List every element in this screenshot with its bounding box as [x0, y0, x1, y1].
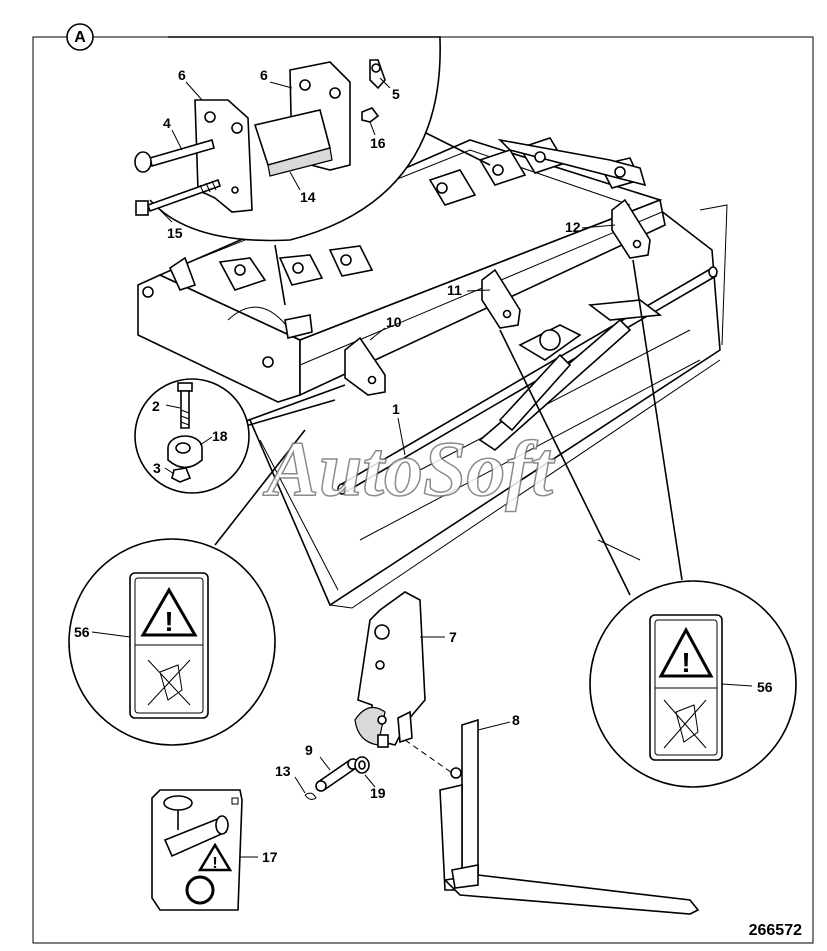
- warning-triangle-icon: [197, 842, 233, 872]
- no-standing-icon: [663, 699, 707, 749]
- instruction-decal: !: [151, 789, 258, 911]
- callout-16: 16: [370, 135, 386, 151]
- fork-hook-11: [481, 268, 521, 329]
- callout-56-right: 56: [757, 679, 773, 695]
- callout-12: 12: [565, 219, 581, 235]
- warning-triangle-icon: [140, 587, 198, 637]
- linkage: [478, 299, 663, 452]
- callout-8: 8: [512, 712, 520, 728]
- fork-hook-12: [611, 198, 651, 259]
- svg-text:!: !: [212, 855, 217, 872]
- svg-text:!: !: [164, 606, 173, 637]
- callout-7: 7: [449, 629, 457, 645]
- pin-assembly: [294, 756, 376, 800]
- watermark: AutoSoft: [262, 425, 555, 512]
- callout-4: 4: [163, 115, 171, 131]
- fork-tine: [404, 718, 700, 915]
- callout-3: 3: [153, 460, 161, 476]
- callout-15: 15: [167, 225, 183, 241]
- callout-1: 1: [392, 401, 400, 417]
- fork-hook-10: [344, 336, 386, 396]
- callout-6-left: 6: [178, 67, 186, 83]
- detail-inset-decal-right: !: [499, 259, 797, 788]
- callout-14: 14: [300, 189, 316, 205]
- callout-11: 11: [447, 282, 462, 298]
- detail-inset-pivot: [134, 36, 491, 306]
- callout-10: 10: [386, 314, 402, 330]
- fork-arm: [354, 591, 445, 748]
- callout-56-left: 56: [74, 624, 90, 640]
- reference-number: 266572: [749, 922, 802, 939]
- callout-18: 18: [212, 428, 228, 444]
- section-marker: A: [66, 23, 94, 51]
- detail-inset-pin-bush: [134, 378, 346, 494]
- main-leaders: [369, 224, 616, 456]
- detail-inset-decal-left: !: [68, 429, 306, 746]
- callout-6-right: 6: [260, 67, 268, 83]
- warning-triangle-icon: [658, 626, 714, 678]
- svg-text:!: !: [681, 647, 690, 678]
- callout-17: 17: [262, 849, 278, 865]
- callout-19: 19: [370, 785, 386, 801]
- callout-9: 9: [305, 742, 313, 758]
- callout-13: 13: [275, 763, 291, 779]
- ring-icon: [185, 875, 215, 905]
- callout-5: 5: [392, 86, 400, 102]
- section-marker-label: A: [74, 29, 86, 46]
- no-standing-icon: [147, 659, 191, 706]
- callout-2: 2: [152, 398, 160, 414]
